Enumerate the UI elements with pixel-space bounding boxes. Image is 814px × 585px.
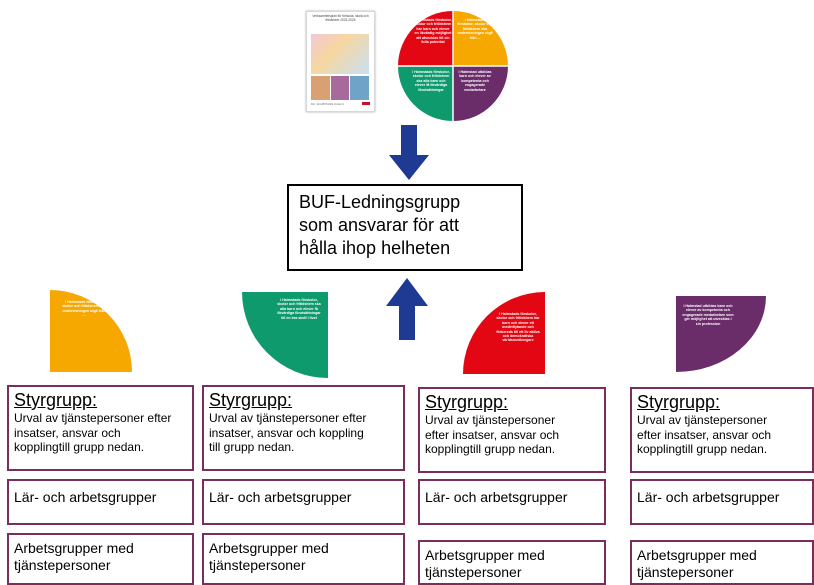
arb-label-3-line-1: Arbetsgrupper med [425,547,545,563]
arb-box-3: Arbetsgrupper med tjänstepersoner [418,540,606,585]
pie-text-purple: I Halmstad utbildas barn och elever av k… [458,70,492,92]
leadership-line-2: som ansvarar för att [299,215,460,235]
pie-text-yellow: I Halmstads förskolor, skolor och fritid… [457,18,493,40]
pie-quadrant-green [398,66,453,121]
styrgrupp-title-2: Styrgrupp: [209,390,293,410]
styrgrupp-desc-4: Urval av tjänstepersoner efter insatser,… [632,412,812,457]
arb-box-1: Arbetsgrupper med tjänstepersoner [7,533,194,585]
fragment-green [242,292,328,378]
goal-pie [398,11,508,121]
styrgrupp-desc-4-line-3: kopplingtill grupp nedan. [637,442,768,456]
plan-document-thumbnail: Verksamhetsplan för förskola, skola och … [306,11,375,112]
styrgrupp-desc-1: Urval av tjänstepersoner efter insatser,… [9,410,192,455]
pie-quadrant-purple [453,66,508,121]
styrgrupp-desc-2-line-2: insatser, ansvar och koppling [209,425,364,440]
styrgrupp-desc-3-line-2: efter insatser, ansvar och [425,427,560,442]
document-cover-photo [311,34,369,74]
fragment-red [463,292,545,374]
styrgrupp-box-3: Styrgrupp: Urval av tjänstepersoner efte… [418,387,606,473]
arb-label-2: Arbetsgrupper med tjänstepersoner [204,535,403,574]
arb-label-2-line-1: Arbetsgrupper med [209,540,329,556]
leadership-group-box: BUF-Ledningsgrupp som ansvarar för att h… [287,184,523,271]
lar-box-2: Lär- och arbetsgrupper [202,479,405,525]
arb-label-1-line-2: tjänstepersoner [14,557,111,573]
arb-label-4-line-1: Arbetsgrupper med [637,547,757,563]
styrgrupp-desc-1-line-1: Urval av tjänstepersoner efter [14,411,172,425]
styrgrupp-desc-2-line-3: till grupp nedan. [209,440,295,454]
arb-box-4: Arbetsgrupper med tjänstepersoner [630,540,814,585]
styrgrupp-desc-2-line-1: Urval av tjänstepersoner efter [209,411,367,425]
up-arrow-icon [386,278,428,340]
fragment-red-text: I Halmstads förskolor, skolor och fritid… [496,312,540,343]
arb-label-2-line-2: tjänstepersoner [209,557,306,573]
pie-text-red: I Halmstads förskolor, skolor och fritid… [414,18,452,45]
styrgrupp-desc-4-line-2: efter insatser, ansvar och [637,427,772,442]
styrgrupp-desc-3: Urval av tjänstepersoner efter insatser,… [420,412,604,457]
lar-label-1: Lär- och arbetsgrupper [14,489,157,505]
arb-label-4-line-2: tjänstepersoner [637,564,734,580]
document-photo-strip [311,76,370,100]
styrgrupp-desc-3-line-1: Urval av tjänstepersoner [425,413,556,427]
lar-box-4: Lär- och arbetsgrupper [630,479,814,525]
lar-label-2: Lär- och arbetsgrupper [209,489,352,505]
fragment-purple-text: I Halmstad utbildas barn och elever av k… [682,304,734,326]
styrgrupp-title-1: Styrgrupp: [14,390,98,410]
leadership-line-1: BUF-Ledningsgrupp [299,192,461,212]
leadership-line-3: hålla ihop helheten [299,238,451,258]
styrgrupp-desc-4-line-1: Urval av tjänstepersoner [637,413,768,427]
styrgrupp-title-4: Styrgrupp: [637,392,721,412]
arb-box-2: Arbetsgrupper med tjänstepersoner [202,533,405,585]
document-title: Verksamhetsplan för förskola, skola och … [312,14,369,22]
document-footer: Dnr: 123-4567/2022 Version 1 [311,103,345,106]
pie-text-green: I Halmstads förskolor, skolor och fritid… [412,70,450,92]
fragment-yellow [50,290,132,372]
styrgrupp-desc-2: Urval av tjänstepersoner efter insatser,… [204,410,403,455]
arb-label-3-line-2: tjänstepersoner [425,564,522,580]
lar-box-1: Lär- och arbetsgrupper [7,479,194,525]
fragment-green-text: I Halmstads förskolor, skolor och fritid… [277,298,321,320]
arb-label-3: Arbetsgrupper med tjänstepersoner [420,542,604,581]
styrgrupp-box-1: Styrgrupp: Urval av tjänstepersoner efte… [7,385,194,471]
lar-label-4: Lär- och arbetsgrupper [637,489,780,505]
styrgrupp-box-4: Styrgrupp: Urval av tjänstepersoner efte… [630,387,814,473]
styrgrupp-box-2: Styrgrupp: Urval av tjänstepersoner efte… [202,385,405,471]
arb-label-1-line-1: Arbetsgrupper med [14,540,134,556]
styrgrupp-desc-1-line-3: kopplingtill grupp nedan. [14,440,145,454]
arb-label-1: Arbetsgrupper med tjänstepersoner [9,535,192,574]
styrgrupp-title-3: Styrgrupp: [425,392,509,412]
document-logo [362,102,370,105]
arb-label-4: Arbetsgrupper med tjänstepersoner [632,542,812,581]
styrgrupp-desc-3-line-3: kopplingtill grupp nedan. [425,442,556,456]
pie-quadrant-red [398,11,453,66]
fragment-purple [676,296,766,372]
pie-quadrant-yellow [453,11,508,66]
down-arrow-icon [389,125,429,180]
lar-label-3: Lär- och arbetsgrupper [425,489,568,505]
styrgrupp-desc-1-line-2: insatser, ansvar och [14,425,121,440]
fragment-yellow-text: I Halmstads förskolor, skolor och fritid… [62,300,106,318]
lar-box-3: Lär- och arbetsgrupper [418,479,606,525]
